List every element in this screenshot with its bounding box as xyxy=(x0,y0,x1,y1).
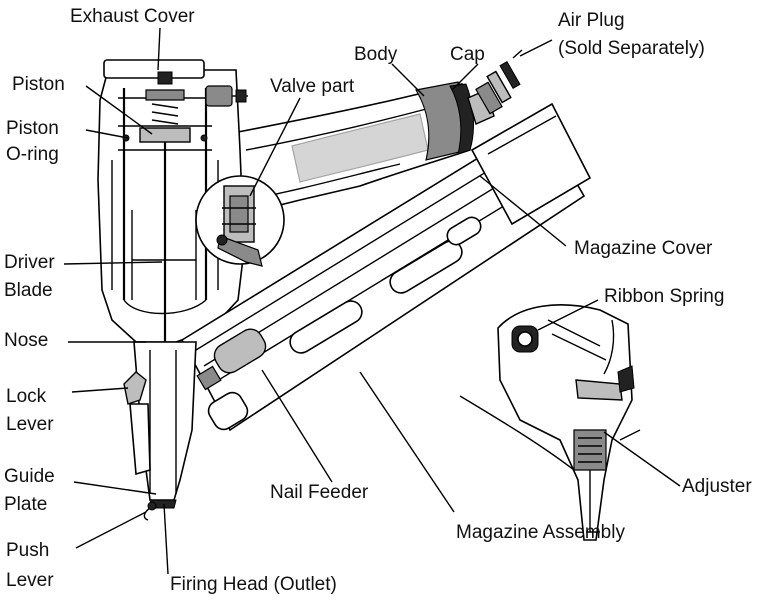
label-guide-plate-line1: Guide xyxy=(4,466,55,487)
air-plug-part xyxy=(467,49,523,125)
label-push-lever-line1: Push xyxy=(6,540,50,561)
label-piston-oring-line2: O-ring xyxy=(6,144,59,165)
valve-part-detail xyxy=(195,175,285,267)
label-valve-part: Valve part xyxy=(270,76,355,97)
label-driver-blade-line2: Blade xyxy=(4,280,53,301)
label-firing-head: Firing Head (Outlet) xyxy=(170,574,337,595)
nose-guide-part xyxy=(123,341,197,521)
label-cap: Cap xyxy=(450,44,485,65)
label-guide-plate-line2: Plate xyxy=(4,494,48,515)
label-magazine-cover: Magazine Cover xyxy=(574,238,713,259)
label-piston-oring-line1: Piston xyxy=(6,118,59,139)
label-air-plug-line1: Air Plug xyxy=(558,10,625,31)
label-ribbon-spring: Ribbon Spring xyxy=(604,286,725,307)
label-push-lever-line2: Lever xyxy=(6,570,54,591)
label-driver-blade-line1: Driver xyxy=(4,252,55,273)
label-exhaust-cover: Exhaust Cover xyxy=(70,6,195,27)
label-nose: Nose xyxy=(4,330,49,351)
label-nail-feeder: Nail Feeder xyxy=(270,482,369,503)
leader-lines xyxy=(63,27,681,575)
label-magazine-assembly: Magazine Assembly xyxy=(456,522,625,543)
label-lock-lever-line1: Lock xyxy=(6,386,47,407)
cap-part xyxy=(415,81,474,161)
label-adjuster: Adjuster xyxy=(682,476,752,497)
label-air-plug-line2: (Sold Separately) xyxy=(558,38,705,59)
label-piston: Piston xyxy=(12,74,65,95)
inset-detail xyxy=(459,304,641,541)
label-lock-lever-line2: Lever xyxy=(6,414,54,435)
cylinder-housing xyxy=(97,59,248,500)
label-body: Body xyxy=(354,44,398,65)
